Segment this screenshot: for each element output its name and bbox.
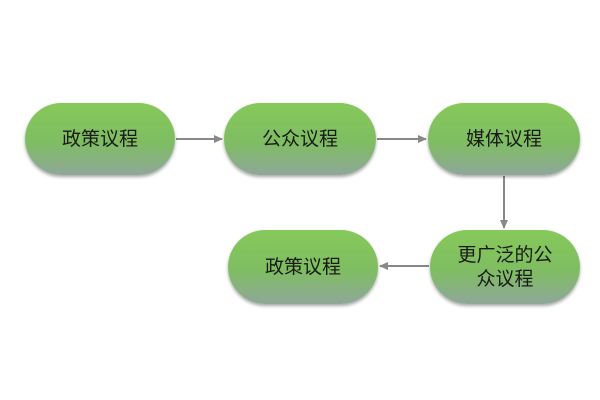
node-label: 公众议程 bbox=[261, 128, 338, 150]
node-label: 政策议程 bbox=[264, 256, 341, 278]
node-label-line-1: 更广泛的公 bbox=[457, 244, 553, 266]
node-label: 政策议程 bbox=[61, 128, 138, 150]
node-label: 媒体议程 bbox=[465, 128, 542, 150]
node-media-agenda: 媒体议程 bbox=[428, 103, 580, 175]
node-public-agenda: 公众议程 bbox=[224, 103, 376, 175]
node-broader-public-agenda: 更广泛的公 众议程 bbox=[430, 230, 580, 304]
node-policy-agenda-1: 政策议程 bbox=[25, 103, 175, 175]
node-label-line-2: 众议程 bbox=[476, 268, 534, 290]
node-policy-agenda-2: 政策议程 bbox=[228, 230, 378, 304]
